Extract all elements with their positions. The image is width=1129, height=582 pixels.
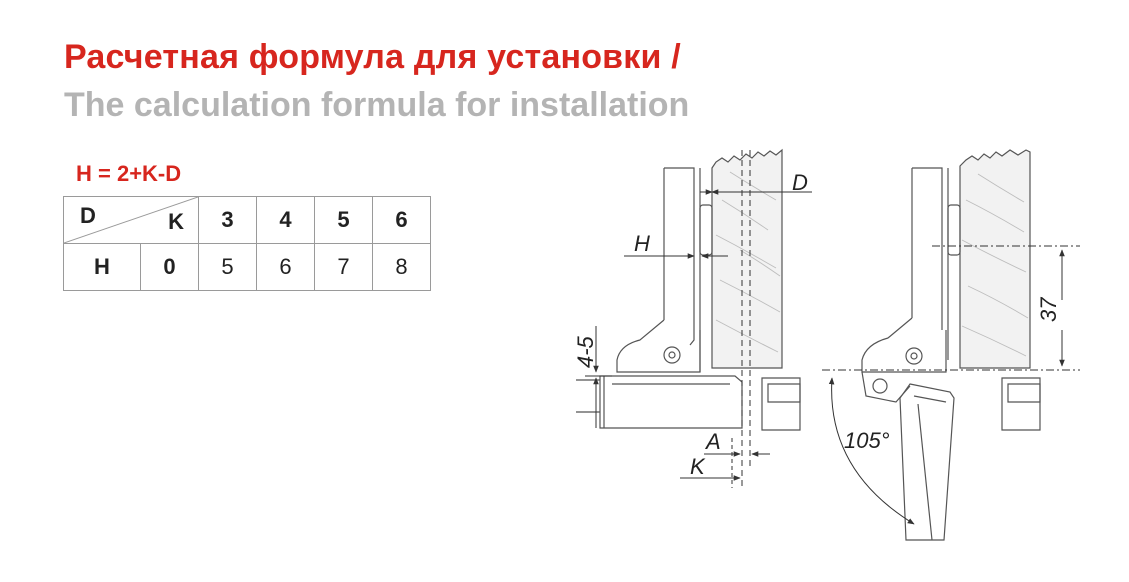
label-a: A (704, 429, 721, 454)
left-mounting-plate (699, 204, 713, 256)
left-hinge-pivot (663, 346, 681, 364)
k-value-cell: 6 (372, 196, 431, 244)
label-d: D (792, 170, 808, 195)
left-hinge-arm (616, 319, 701, 373)
label-k: K (690, 454, 706, 479)
right-mounting-plate (947, 204, 961, 256)
label-gap-4-5: 4-5 (573, 335, 598, 368)
title-russian: Расчетная формула для установки / (64, 38, 681, 76)
right-hinge-drawing (822, 149, 1080, 541)
right-side-panel (1001, 377, 1041, 431)
right-hinge-arm (861, 317, 947, 373)
table-h-row: H 0 5 6 7 8 (63, 243, 431, 291)
table-corner-cell: D K (63, 196, 199, 244)
corner-diagonal-line (64, 197, 198, 243)
title-english: The calculation formula for installation (64, 86, 690, 124)
calculation-table: D K 3 4 5 6 H 0 5 6 7 8 (63, 196, 431, 291)
corner-label-k: K (168, 209, 184, 234)
formula-text: H = 2+K-D (76, 161, 182, 186)
left-side-panel (761, 377, 801, 431)
right-door-panel (959, 149, 1031, 369)
h-value-cell: 5 (198, 243, 257, 291)
label-depth-37: 37 (1036, 297, 1061, 322)
right-opened-door (899, 383, 955, 541)
right-hinge-pivot (905, 347, 923, 365)
row-label-zero: 0 (140, 243, 199, 291)
h-value-cell: 8 (372, 243, 431, 291)
right-cabinet-wall (912, 167, 943, 330)
corner-label-d: D (80, 203, 96, 228)
label-h: H (634, 231, 650, 256)
angle-arc (828, 377, 915, 525)
h-value-cell: 7 (314, 243, 373, 291)
left-hinge-drawing (576, 148, 812, 490)
label-angle-105: 105° (844, 428, 890, 453)
left-door-panel (711, 148, 783, 369)
row-label-h: H (63, 243, 141, 291)
table-header-row: D K 3 4 5 6 (63, 196, 431, 244)
